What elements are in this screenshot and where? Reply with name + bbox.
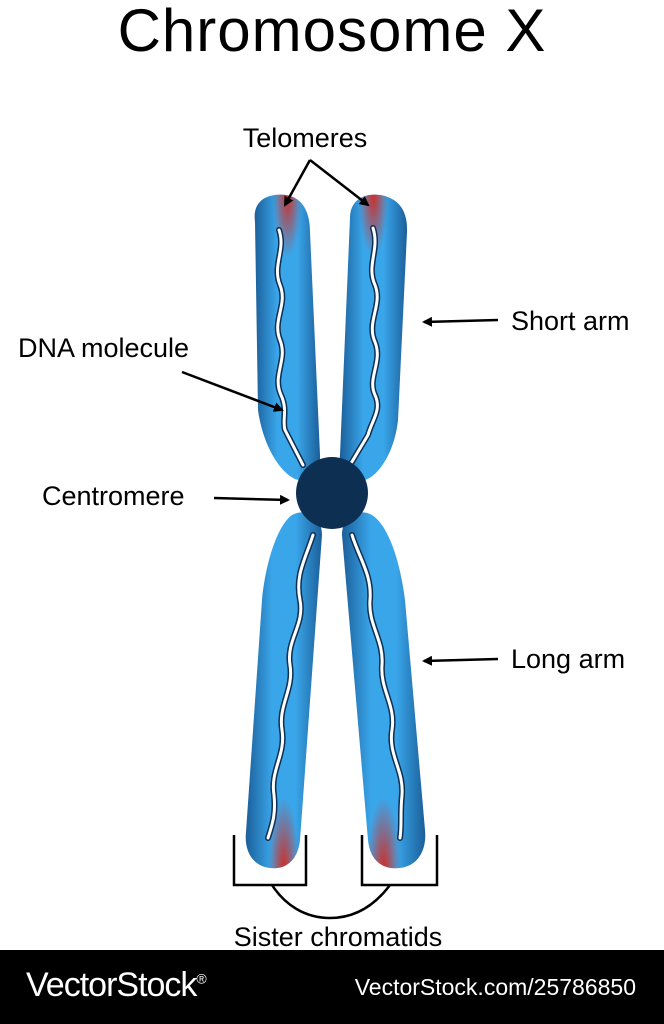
- stock-id-text: VectorStock.com/25786850: [354, 974, 636, 1000]
- sister-chromatids-bracket: [232, 835, 439, 920]
- long-arm-label: Long arm: [511, 644, 625, 674]
- dna-strands: [265, 225, 406, 841]
- centromere-circle: [296, 457, 368, 529]
- dna-molecule-label: DNA molecule: [18, 333, 189, 363]
- short-arm-left-chromatid: [254, 194, 321, 481]
- telomeres-label: Telomeres: [243, 123, 368, 153]
- sister-chromatids-label: Sister chromatids: [234, 922, 443, 950]
- dna-molecule-arrow: [181, 370, 284, 412]
- chromosome-diagram: Telomeres Short arm DNA molecule Centrom…: [18, 123, 630, 950]
- footer-bar: VectorStock® VectorStock.com/25786850: [0, 950, 664, 1024]
- registered-mark: ®: [196, 970, 206, 987]
- page-title: Chromosome X: [117, 0, 547, 64]
- brand-name: VectorStock: [26, 966, 197, 1004]
- long-arm-arrow: [422, 655, 499, 666]
- short-arm-arrow: [422, 316, 499, 327]
- brand-logo: VectorStock®: [26, 966, 207, 1005]
- long-arm-left-chromatid: [245, 512, 322, 869]
- centromere-label: Centromere: [42, 481, 185, 511]
- telomere-arrow-left: [283, 159, 312, 207]
- short-arm-label: Short arm: [511, 306, 630, 336]
- telomere-arrow-right: [309, 159, 370, 207]
- centromere-arrow: [213, 494, 290, 505]
